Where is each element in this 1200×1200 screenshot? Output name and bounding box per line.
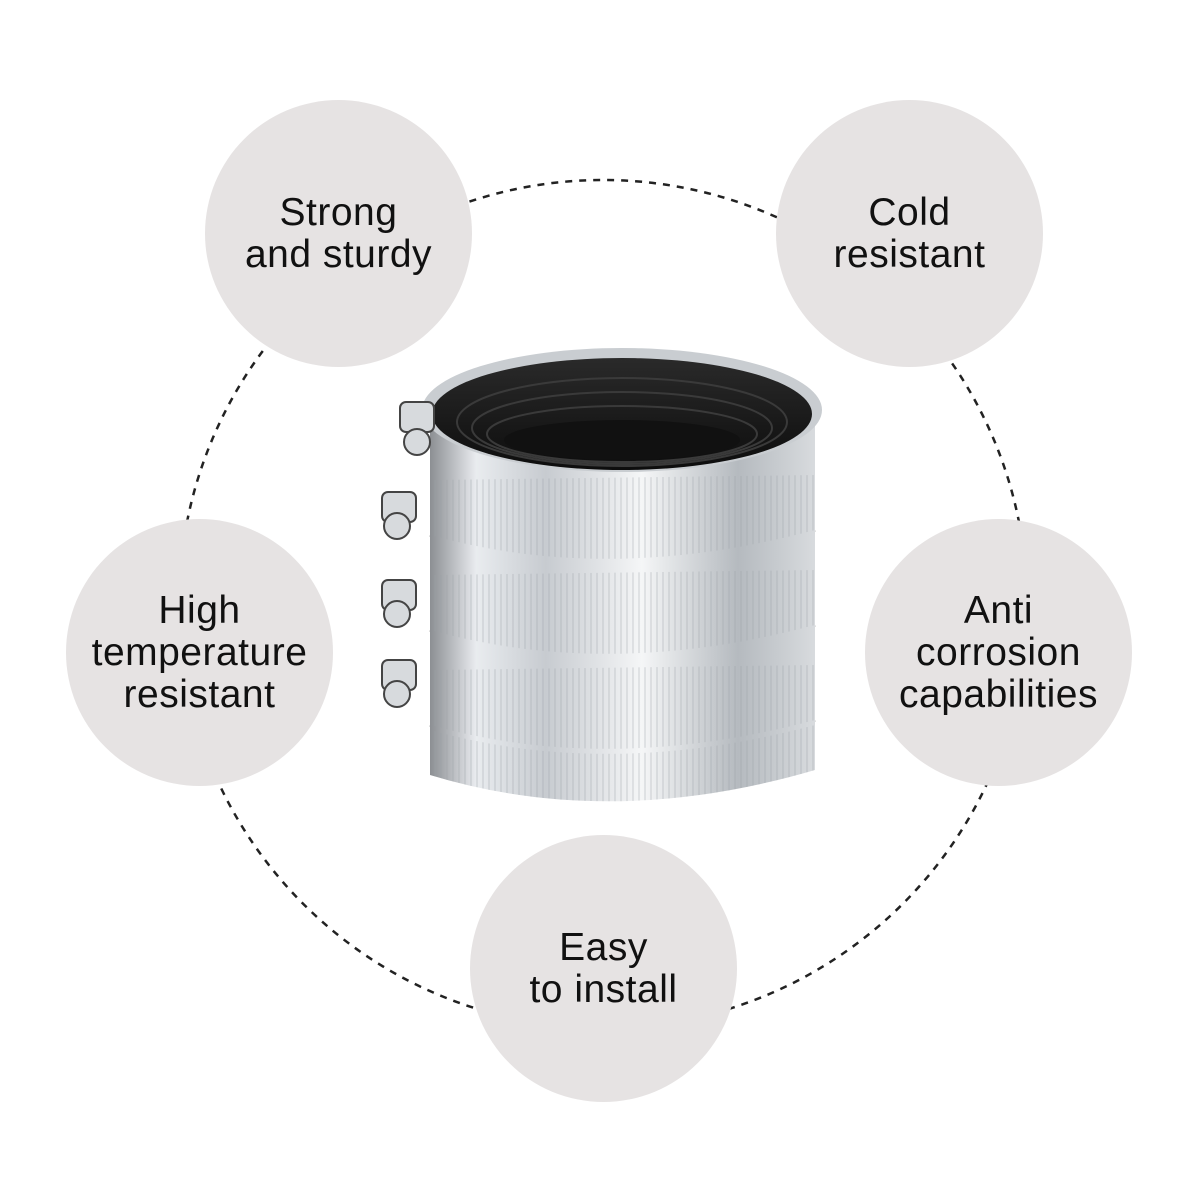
feature-badge-strong: Strong and sturdy (205, 100, 472, 367)
feature-label: Strong and sturdy (244, 190, 433, 276)
feature-label: Easy to install (529, 925, 678, 1011)
rubber-sleeve-opening (422, 348, 822, 472)
feature-label: High temperature resistant (91, 588, 308, 716)
stacked-pipe-couplings-image (381, 348, 822, 802)
feature-label: Anti corrosion capabilities (899, 588, 1098, 716)
clamp-screws (381, 401, 435, 708)
feature-badge-anti-corrosion: Anti corrosion capabilities (865, 519, 1132, 786)
coupling-band-3 (429, 623, 816, 754)
feature-label: Cold resistant (833, 190, 986, 276)
feature-badge-cold: Cold resistant (776, 100, 1043, 367)
feature-badge-easy-install: Easy to install (470, 835, 737, 1102)
feature-badge-high-temp: High temperature resistant (66, 519, 333, 786)
